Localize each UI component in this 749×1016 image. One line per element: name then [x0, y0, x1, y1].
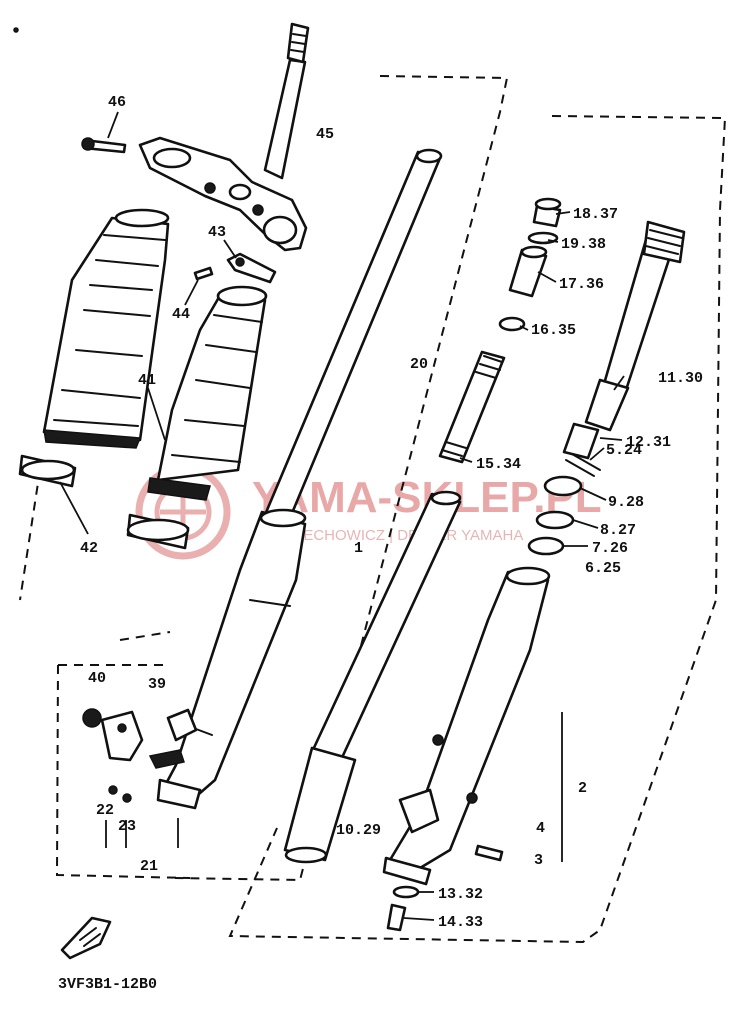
bolt-14-part — [386, 903, 407, 932]
corner-dot — [13, 27, 19, 33]
callout-12-31: 12.31 — [626, 434, 671, 451]
fork-spring-15-part — [438, 350, 506, 464]
fork-boot-left-part — [42, 208, 170, 449]
callout-2: 2 — [578, 780, 587, 797]
callout-42: 42 — [80, 540, 98, 557]
boot-clamp-42-part — [18, 454, 190, 550]
cap-bolt-18-part — [532, 197, 562, 228]
callout-5-24: 5.24 — [606, 442, 642, 459]
callout-4: 4 — [536, 820, 545, 837]
callout-41: 41 — [138, 372, 156, 389]
drawing-code: 3VF3B1-12B0 — [58, 976, 157, 993]
outer-tube-left-part — [148, 508, 307, 810]
callout-8-27: 8.27 — [600, 522, 636, 539]
right-fork-assembly-outline — [228, 115, 727, 944]
callout-39: 39 — [148, 676, 166, 693]
callout-13-32: 13.32 — [438, 886, 483, 903]
damper-rod-11-part — [584, 220, 686, 432]
bracket-39-part — [100, 710, 144, 762]
plug-40-part — [82, 708, 102, 728]
callout-1: 1 — [354, 540, 363, 557]
callout-17-36: 17.36 — [559, 276, 604, 293]
boot-group-outline — [19, 469, 171, 641]
callout-14-33: 14.33 — [438, 914, 483, 931]
seat-16-part — [498, 316, 526, 332]
callout-6-25: 6.25 — [585, 560, 621, 577]
spacer-17-part — [508, 245, 548, 298]
callout-40: 40 — [88, 670, 106, 687]
callout-7-26: 7.26 — [592, 540, 628, 557]
under-bracket-part — [138, 22, 310, 252]
outer-tube-assembly-outline — [174, 75, 509, 882]
callout-19-38: 19.38 — [561, 236, 606, 253]
callout-44: 44 — [172, 306, 190, 323]
callout-18-37: 18.37 — [573, 206, 618, 223]
callout-21: 21 — [140, 858, 158, 875]
callout-45: 45 — [316, 126, 334, 143]
callout-22: 22 — [96, 802, 114, 819]
fork-boot-41-part — [147, 285, 268, 501]
callout-46: 46 — [108, 94, 126, 111]
pinch-bolt-46-part — [81, 137, 127, 154]
callout-16-35: 16.35 — [531, 322, 576, 339]
outer-tube-right-part — [382, 566, 551, 886]
callout-11-30: 11.30 — [658, 370, 703, 387]
boot-guide-43-part — [226, 252, 277, 284]
callout-9-28: 9.28 — [608, 494, 644, 511]
bolt-44-part — [193, 266, 214, 281]
callout-3: 3 — [534, 852, 543, 869]
callout-15-34: 15.34 — [476, 456, 521, 473]
callout-23: 23 — [118, 818, 136, 835]
left-fork-assembly-outline — [55, 664, 191, 879]
bolt-3-part — [474, 844, 504, 862]
small-parts-5-9-8-7-6 — [527, 453, 601, 556]
washer-13-part — [392, 885, 420, 899]
callout-43: 43 — [208, 224, 226, 241]
leader-lines — [59, 111, 625, 921]
callout-20: 20 — [410, 356, 428, 373]
inner-tube-10-part — [283, 490, 462, 864]
page-marker-icon — [60, 916, 112, 960]
bolt-22-23-parts — [108, 785, 132, 803]
callout-10-29: 10.29 — [336, 822, 381, 839]
rebound-spring-12-part — [562, 422, 600, 460]
